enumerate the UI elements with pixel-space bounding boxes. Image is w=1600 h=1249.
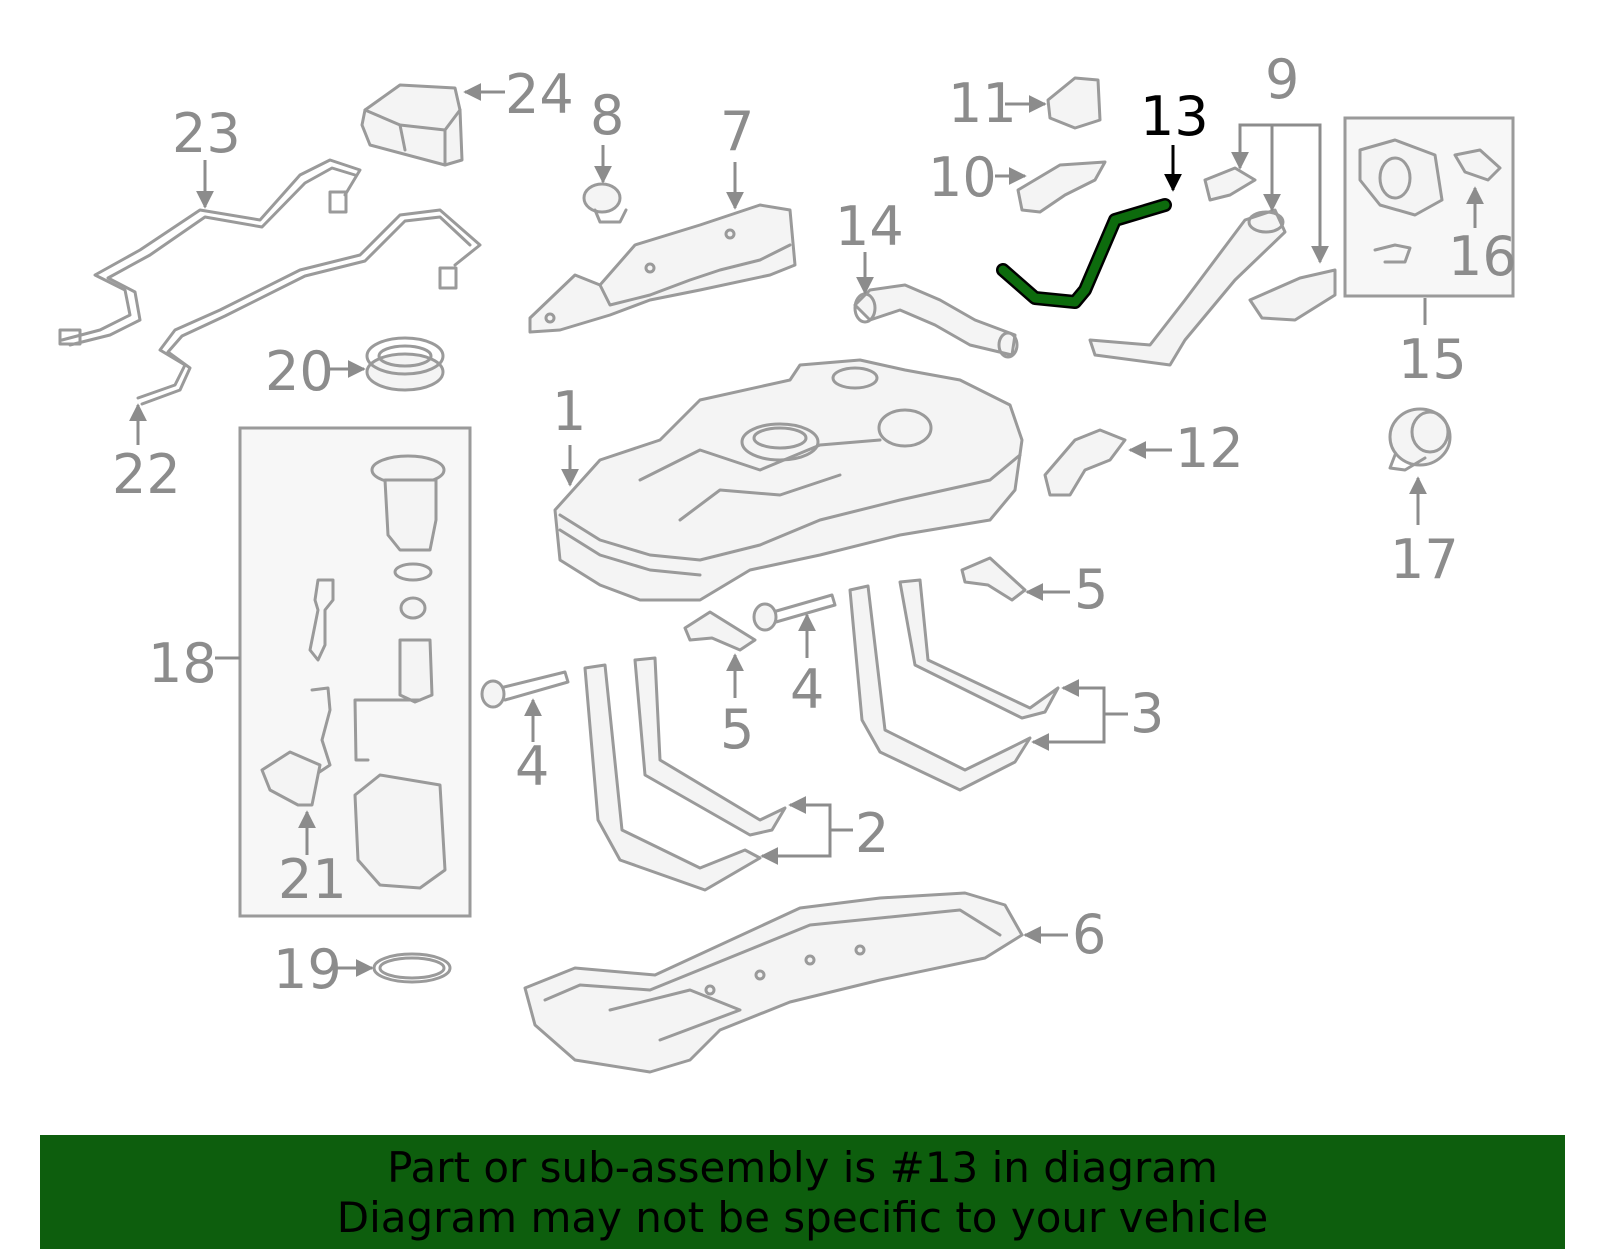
filler-kit-box [1343, 116, 1515, 298]
bolt-part-4b[interactable] [752, 593, 837, 632]
fuel-cap-part[interactable] [1388, 407, 1452, 472]
callout-9: 9 [1265, 48, 1299, 111]
bracket-part-10[interactable] [1016, 160, 1107, 214]
callout-17: 17 [1390, 528, 1459, 591]
breather-hose-part-13[interactable] [996, 198, 1172, 309]
fuel-pump-kit-box [238, 426, 472, 918]
callout-8: 8 [590, 84, 624, 147]
filler-hose-part-14[interactable] [853, 283, 1019, 359]
callout-24: 24 [505, 63, 574, 126]
callout-11: 11 [948, 72, 1017, 135]
clip-part-8[interactable] [582, 182, 628, 224]
callout-14: 14 [835, 195, 904, 258]
callout-16: 16 [1448, 225, 1517, 288]
callout-22: 22 [112, 443, 181, 506]
bracket-part-5b[interactable] [960, 556, 1027, 602]
notice-banner: Part or sub-assembly is #13 in diagram D… [40, 1135, 1565, 1249]
heat-shield-part[interactable] [528, 203, 797, 334]
notice-line-2: Diagram may not be specific to your vehi… [336, 1193, 1269, 1242]
cover-part-24[interactable] [360, 83, 464, 167]
bracket-part-5a[interactable] [683, 610, 757, 652]
callout-leaders [129, 83, 1484, 977]
bracket-part-11[interactable] [1046, 76, 1102, 130]
callout-2: 2 [855, 802, 889, 865]
gasket-part[interactable] [372, 952, 452, 984]
callout-7: 7 [720, 100, 754, 163]
tank-strap-part-2[interactable] [583, 656, 787, 892]
callout-1: 1 [552, 380, 586, 443]
callout-21: 21 [278, 848, 347, 911]
callout-4b: 4 [790, 658, 824, 721]
callout-10: 10 [928, 146, 997, 209]
skid-plate-part[interactable] [523, 891, 1024, 1074]
callout-18: 18 [148, 632, 217, 695]
callout-12: 12 [1175, 417, 1244, 480]
callout-20: 20 [265, 340, 334, 403]
bolt-part-4a[interactable] [480, 670, 570, 709]
callout-23: 23 [172, 102, 241, 165]
fuel-tank-part[interactable] [553, 358, 1024, 602]
bracket-part-12[interactable] [1043, 428, 1127, 497]
callout-6: 6 [1072, 903, 1106, 966]
callout-19: 19 [273, 938, 342, 1001]
callout-13: 13 [1140, 85, 1209, 148]
callout-5b: 5 [1074, 558, 1108, 621]
callout-4a: 4 [515, 735, 549, 798]
notice-line-1: Part or sub-assembly is #13 in diagram [387, 1143, 1218, 1192]
lock-ring-part[interactable] [365, 336, 445, 392]
filler-pipe-part-9[interactable] [1088, 166, 1337, 367]
callout-labels: 1 2 3 4 4 5 5 6 7 8 9 10 11 12 13 14 15 … [112, 48, 1517, 1001]
callout-5a: 5 [720, 698, 754, 761]
callout-3: 3 [1130, 682, 1164, 745]
callout-15: 15 [1398, 328, 1467, 391]
wire-harness-part[interactable] [58, 158, 482, 406]
tank-strap-part-3[interactable] [848, 578, 1060, 792]
